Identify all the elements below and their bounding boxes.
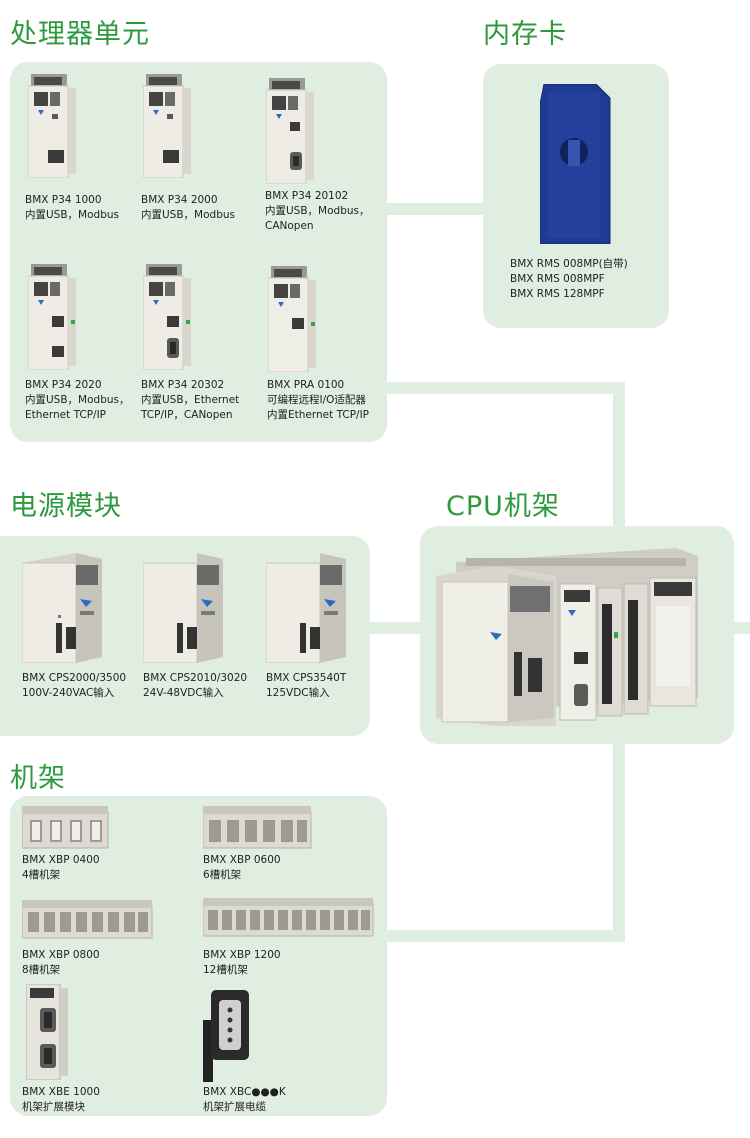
- section-title-power: 电源模块: [10, 491, 122, 522]
- memory-card-image: [540, 84, 612, 244]
- processor-bmx-p34-20102-image: [266, 78, 316, 184]
- rack-caption-bmx-xbp-1200: BMX XBP 1200 12槽机架: [203, 949, 281, 976]
- processor-bmx-p34-20302-image: [143, 264, 193, 370]
- processor-bmx-p34-1000-image: [28, 74, 76, 178]
- power-module-cps3540t-image: [266, 553, 350, 663]
- section-title-rack: 机架: [10, 763, 66, 794]
- connector-processor-right: [385, 382, 625, 394]
- processor-caption-bmx-p34-1000: BMX P34 1000 内置USB，Modbus: [25, 194, 119, 221]
- connector-power-cpu-right: [368, 622, 428, 634]
- rack-extension-cable-image: [203, 990, 253, 1082]
- processor-caption-bmx-pra-0100: BMX PRA 0100 可编程远程I/O适配器 内置Ethernet TCP/…: [267, 379, 369, 421]
- rack-caption-bmx-xbp-0600: BMX XBP 0600 6槽机架: [203, 854, 281, 881]
- connector-vertical-bottom: [613, 740, 625, 940]
- connector-cpu-right-edge: [730, 622, 750, 634]
- connector-vertical-top: [613, 382, 625, 532]
- power-caption-cps2010: BMX CPS2010/3020 24V-48VDC输入: [143, 672, 248, 699]
- section-title-cpu-rack: CPU机架: [446, 491, 560, 522]
- section-title-memory: 内存卡: [483, 19, 567, 50]
- rack-caption-bmx-xbp-0800: BMX XBP 0800 8槽机架: [22, 949, 100, 976]
- rack-bmx-xbp-0600-image: [203, 806, 315, 850]
- cpu-rack-assembly-image: [436, 548, 722, 726]
- processor-caption-bmx-p34-20102: BMX P34 20102 内置USB，Modbus， CANopen: [265, 190, 370, 232]
- rack-bmx-xbp-0400-image: [22, 806, 112, 850]
- rack-extension-module-image: [26, 984, 70, 1080]
- connector-processor-memory: [385, 203, 485, 215]
- rack-caption-bmx-xbe-1000: BMX XBE 1000 机架扩展模块: [22, 1086, 100, 1113]
- power-module-cps2010-image: [143, 553, 227, 663]
- rack-caption-bmx-xbc-cable: BMX XBC●●●K 机架扩展电缆: [203, 1086, 286, 1113]
- rack-bmx-xbp-0800-image: [22, 900, 156, 940]
- rack-bmx-xbp-1200-image: [203, 898, 377, 938]
- power-module-cps2000-image: [22, 553, 106, 663]
- processor-caption-bmx-p34-20302: BMX P34 20302 内置USB，Ethernet TCP/IP，CANo…: [141, 379, 240, 421]
- connector-rack-cpu: [385, 930, 625, 942]
- processor-bmx-p34-2000-image: [143, 74, 191, 178]
- memory-card-caption: BMX RMS 008MP(自带) BMX RMS 008MPF BMX RMS…: [510, 258, 628, 300]
- rack-caption-bmx-xbp-0400: BMX XBP 0400 4槽机架: [22, 854, 100, 881]
- processor-caption-bmx-p34-2000: BMX P34 2000 内置USB，Modbus: [141, 194, 235, 221]
- processor-caption-bmx-p34-2020: BMX P34 2020 内置USB，Modbus， Ethernet TCP/…: [25, 379, 130, 421]
- panel-rack: [10, 796, 387, 1116]
- power-caption-cps3540t: BMX CPS3540T 125VDC输入: [266, 672, 347, 699]
- section-title-processor: 处理器单元: [10, 19, 150, 50]
- processor-bmx-pra-0100-image: [268, 266, 318, 372]
- power-caption-cps2000: BMX CPS2000/3500 100V-240VAC输入: [22, 672, 127, 699]
- processor-bmx-p34-2020-image: [28, 264, 78, 370]
